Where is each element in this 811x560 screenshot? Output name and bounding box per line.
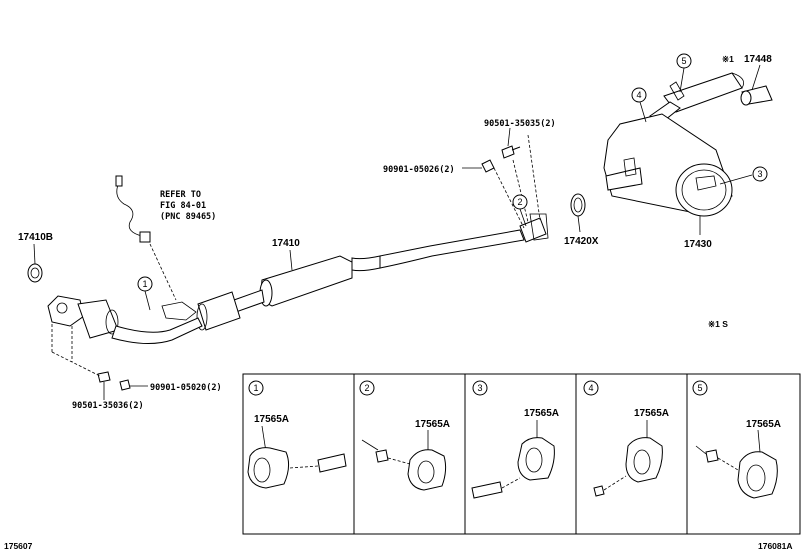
gasket-17410b xyxy=(27,263,43,283)
bottom-fasteners xyxy=(51,324,131,391)
detail-panels xyxy=(242,373,801,535)
refer-line-3: (PNC 89465) xyxy=(160,212,216,222)
svg-text:3: 3 xyxy=(477,383,482,393)
callout-3: 3 xyxy=(752,166,768,182)
refer-line-1: REFER TO xyxy=(160,190,201,200)
callout-5: 5 xyxy=(676,53,692,69)
part-label-nut-bottom: 90901-05020(2) xyxy=(150,383,222,393)
gasket-17420x xyxy=(570,193,586,217)
svg-text:4: 4 xyxy=(636,90,641,100)
detail-panel-3: 3 17565A xyxy=(471,380,559,499)
svg-text:3: 3 xyxy=(757,169,762,179)
part-label-17410: 17410 xyxy=(272,238,300,249)
oxygen-sensor xyxy=(115,175,177,301)
svg-text:1: 1 xyxy=(142,279,147,289)
svg-text:2: 2 xyxy=(364,383,369,393)
detail-panel-1: 1 17565A xyxy=(247,380,347,489)
part-label-17410b: 17410B xyxy=(18,232,53,243)
svg-text:1: 1 xyxy=(253,383,258,393)
svg-text:2: 2 xyxy=(517,197,522,207)
part-label-bolt-bottom: 90501-35036(2) xyxy=(72,401,144,411)
callout-4: 4 xyxy=(631,87,647,103)
muffler-assembly xyxy=(603,72,773,217)
part-label-bolt-top: 90501-35035(2) xyxy=(484,119,556,129)
panel-5-part-label: 17565A xyxy=(746,419,781,430)
center-pipe-17410 xyxy=(161,213,549,331)
callout-2: 2 xyxy=(512,194,528,210)
part-label-17430: 17430 xyxy=(684,239,712,250)
refer-line-2: FIG 84-01 xyxy=(160,201,206,211)
panel-4-part-label: 17565A xyxy=(634,408,669,419)
detail-panel-2: 2 17565A xyxy=(359,380,450,491)
part-label-17448: 17448 xyxy=(744,54,772,65)
panel-3-part-label: 17565A xyxy=(524,408,559,419)
svg-text:4: 4 xyxy=(588,383,593,393)
part-label-17420x: 17420X xyxy=(564,236,599,247)
svg-text:5: 5 xyxy=(681,56,686,66)
footer-left-code: 175607 xyxy=(4,541,33,551)
panel-1-part-label: 17565A xyxy=(254,414,289,425)
front-converter xyxy=(47,295,203,344)
top-fasteners xyxy=(481,134,541,229)
footer-right-code: 176081A xyxy=(758,541,793,551)
detail-panel-4: 4 17565A xyxy=(583,380,669,497)
part-label-nut-top: 90901-05026(2) xyxy=(383,165,455,175)
note-mark-right: ※1 S xyxy=(708,319,728,329)
leader-lines xyxy=(33,64,761,400)
note-mark-top: ※1 xyxy=(722,54,734,64)
detail-panel-5: 5 17565A xyxy=(692,380,781,499)
svg-text:5: 5 xyxy=(697,383,702,393)
callout-1: 1 xyxy=(137,276,153,292)
panel-2-part-label: 17565A xyxy=(415,419,450,430)
